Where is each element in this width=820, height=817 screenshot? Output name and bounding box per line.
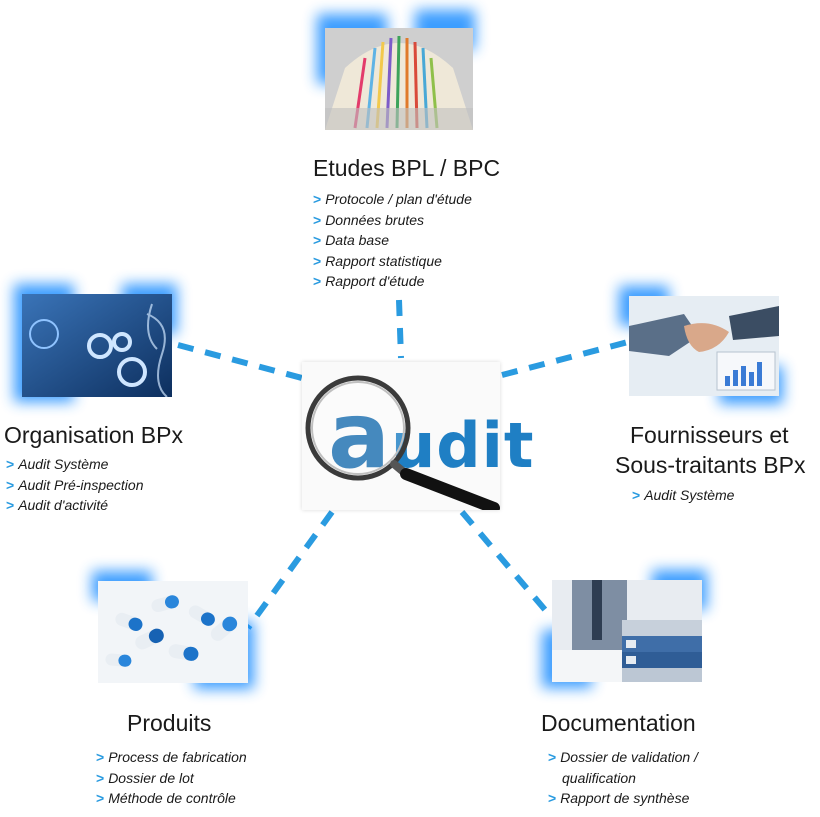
- handshake-image: [629, 296, 779, 396]
- list-item: >Audit Pré-inspection: [6, 476, 144, 493]
- fournisseurs-title-line2: Sous-traitants BPx: [615, 452, 806, 478]
- list-item: >Process de fabrication: [96, 749, 247, 765]
- file-folders-image: [325, 28, 473, 130]
- etudes-title: Etudes BPL / BPC: [313, 155, 501, 181]
- connector-left: [177, 342, 303, 381]
- list-item: >Data base: [313, 232, 390, 248]
- connector-bottom-left: [245, 510, 335, 630]
- capsules-image: [98, 581, 248, 683]
- connector-right: [501, 339, 629, 378]
- list-item: >Rapport statistique: [313, 252, 442, 269]
- documentation-title: Documentation: [541, 710, 696, 736]
- etudes-list: >Protocole / plan d'étude >Données brute…: [313, 189, 472, 292]
- list-item: >Rapport de synthèse: [548, 790, 690, 806]
- binders-image: [552, 580, 702, 682]
- gears-image: [22, 294, 172, 397]
- list-item: >Dossier de validation /: [548, 749, 698, 765]
- list-item: qualification: [562, 769, 636, 786]
- etudes-image-frame: [317, 10, 475, 130]
- list-item: >Protocole / plan d'étude: [313, 191, 472, 207]
- produits-list: >Process de fabrication >Dossier de lot …: [96, 747, 247, 809]
- audit-center-image: audit: [302, 362, 534, 510]
- produits-image-frame: [92, 571, 254, 689]
- audit-word-rest: udit: [391, 409, 535, 482]
- list-item: >Audit d'activité: [6, 497, 109, 513]
- list-item: >Dossier de lot: [96, 769, 194, 786]
- connector-top: [396, 299, 404, 359]
- organisation-image-frame: [14, 284, 177, 402]
- list-item: >Audit Système: [6, 456, 109, 472]
- list-item: >Audit Système: [632, 487, 735, 503]
- connector-bottom-right: [459, 510, 555, 620]
- list-item: >Données brutes: [313, 211, 425, 228]
- list-item: >Méthode de contrôle: [96, 790, 236, 806]
- fournisseurs-list: >Audit Système: [632, 485, 734, 506]
- list-item: >Rapport d'étude: [313, 273, 425, 289]
- produits-title: Produits: [127, 710, 212, 736]
- magnifying-glass-icon: [305, 375, 500, 510]
- fournisseurs-image-frame: [619, 286, 783, 404]
- documentation-image-frame: [542, 570, 707, 688]
- organisation-title: Organisation BPx: [4, 422, 183, 448]
- fournisseurs-title-line1: Fournisseurs et: [630, 422, 789, 448]
- documentation-list: >Dossier de validation / qualification >…: [548, 747, 698, 809]
- organisation-list: >Audit Système >Audit Pré-inspection >Au…: [6, 454, 143, 516]
